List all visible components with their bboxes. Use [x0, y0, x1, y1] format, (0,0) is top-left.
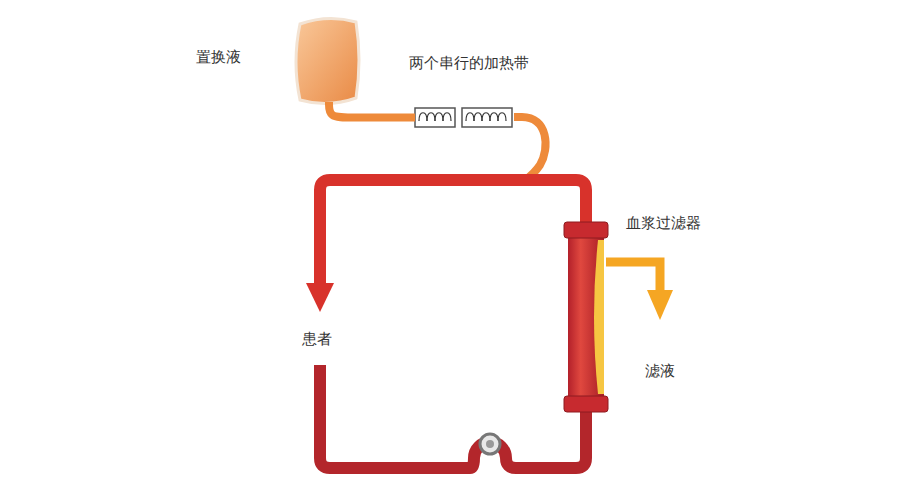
filter-node: 血浆过滤器 [562, 220, 612, 414]
coil-turn [427, 113, 435, 121]
heater-coil [419, 113, 506, 121]
filter-cap [564, 396, 608, 412]
heater-band [415, 108, 455, 127]
pump [480, 434, 500, 454]
coil-turn [474, 113, 482, 121]
filtrate-label: 滤液 [645, 362, 675, 380]
blood-line-return [320, 180, 586, 285]
coil-turn [498, 113, 506, 121]
pump-hub [486, 440, 494, 448]
coil-turn [419, 113, 427, 121]
coil-turn [443, 113, 451, 121]
coil-turn [482, 113, 490, 121]
filtrate-line [606, 262, 660, 292]
flow-arrow [306, 283, 334, 312]
filtrate-arrow [647, 290, 673, 320]
bag-label: 置换液 [196, 48, 241, 66]
fluid-tube [514, 117, 546, 181]
filter-label: 血浆过滤器 [626, 214, 701, 232]
blood-line-access [320, 365, 586, 468]
filter-body [568, 236, 604, 398]
coil-turn [466, 113, 474, 121]
heater-label: 两个串行的加热带 [409, 54, 529, 72]
fluid-tube [329, 102, 415, 118]
heater-node: 两个串行的加热带 [413, 106, 515, 129]
fluid-bag-node: 置换液 [294, 18, 364, 106]
fluid-bag [296, 18, 359, 103]
filter-membrane [594, 240, 604, 394]
heater-band [462, 108, 512, 127]
coil-turn [435, 113, 443, 121]
coil-turn [490, 113, 498, 121]
patient-label: 患者 [302, 330, 332, 348]
filter-cap [564, 222, 608, 238]
